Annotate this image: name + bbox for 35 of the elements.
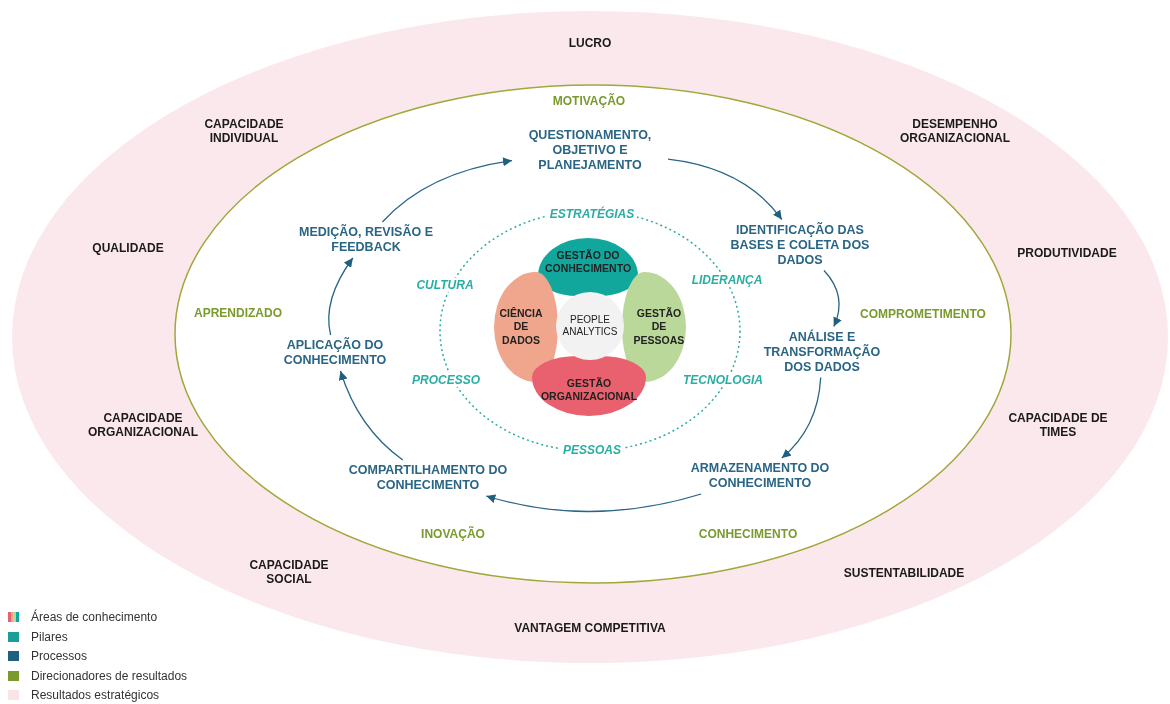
legend-label: Direcionadores de resultados: [31, 668, 188, 683]
process-label: IDENTIFICAÇÃO DAS BASES E COLETA DOS DADOS: [725, 222, 875, 268]
cycle-arrow: [667, 158, 783, 221]
process-label: APLICAÇÃO DO CONHECIMENTO: [270, 338, 400, 368]
driver-label: COMPROMETIMENTO: [859, 306, 987, 322]
process-label: QUESTIONAMENTO, OBJETIVO E PLANEJAMENTO: [515, 127, 665, 173]
driver-label: INOVAÇÃO: [420, 526, 486, 542]
cycle-arrow: [781, 376, 822, 459]
pillar-label: PROCESSO: [409, 372, 483, 388]
result-label: CAPACIDADE INDIVIDUAL: [203, 116, 285, 146]
legend-label: Resultados estratégicos: [31, 688, 160, 702]
cycle-arrow: [823, 269, 842, 328]
result-label: CAPACIDADE ORGANIZACIONAL: [87, 410, 199, 440]
process-label: MEDIÇÃO, REVISÃO E FEEDBACK: [296, 225, 436, 255]
result-label: DESEMPENHO ORGANIZACIONAL: [899, 116, 1011, 146]
driver-label: MOTIVAÇÃO: [551, 93, 627, 109]
legend-label: Processos: [31, 649, 88, 663]
result-label: VANTAGEM COMPETITIVA: [513, 620, 667, 636]
result-label: PRODUTIVIDADE: [1016, 245, 1118, 261]
driver-label: APRENDIZADO: [193, 305, 283, 321]
process-label: COMPARTILHAMENTO DO CONHECIMENTO: [348, 463, 508, 493]
process-label: ANÁLISE E TRANSFORMAÇÃO DOS DADOS: [757, 329, 887, 375]
cycle-arrow: [381, 157, 513, 223]
result-label: SUSTENTABILIDADE: [842, 565, 966, 581]
result-label: CAPACIDADE DE TIMES: [1007, 410, 1109, 440]
process-label: ARMAZENAMENTO DO CONHECIMENTO: [685, 461, 835, 491]
cycle-arrow: [339, 370, 404, 461]
driver-label: CONHECIMENTO: [697, 526, 799, 542]
result-label: LUCRO: [567, 35, 613, 51]
cycle-arrow: [328, 257, 354, 336]
legend-label: Pilares: [31, 629, 68, 644]
legend-label: Áreas de conhecimento: [31, 610, 158, 624]
result-label: QUALIDADE: [91, 240, 165, 256]
cycle-arrow: [485, 493, 702, 513]
result-label: CAPACIDADE SOCIAL: [248, 557, 330, 587]
